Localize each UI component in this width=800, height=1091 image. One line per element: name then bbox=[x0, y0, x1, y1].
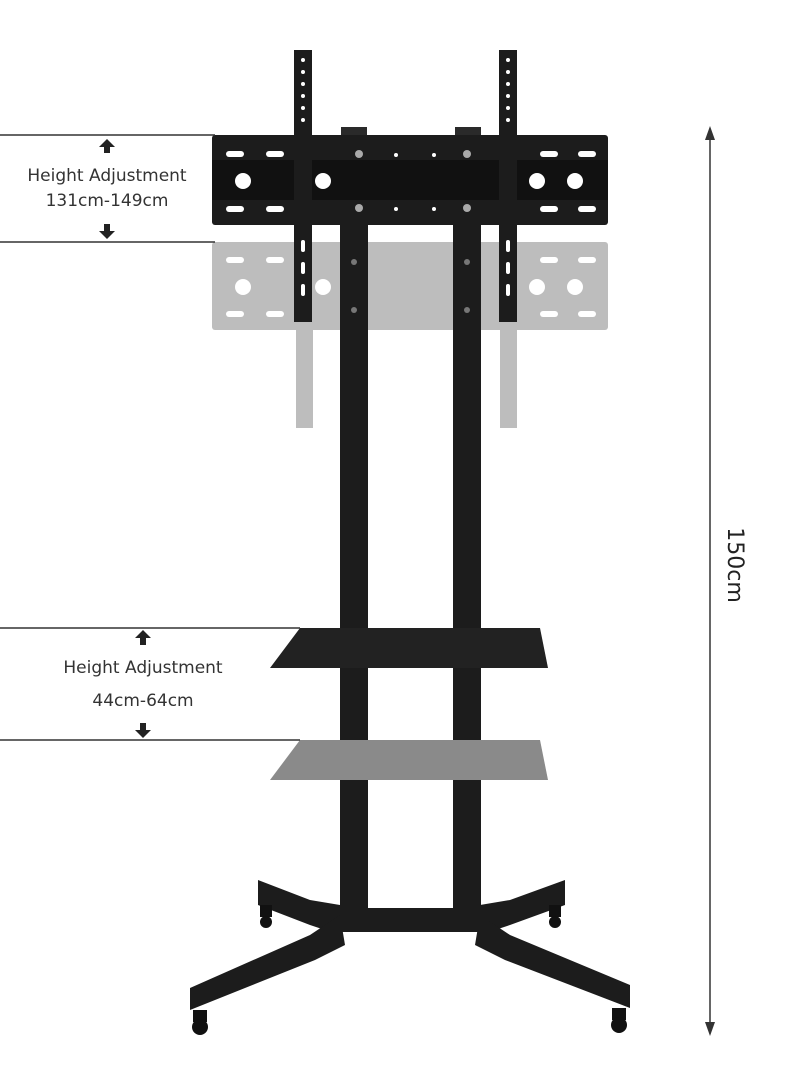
shelf-adjustment-label: Height Adjustment bbox=[63, 658, 223, 678]
support-poles bbox=[340, 220, 481, 920]
arrow-down-icon bbox=[705, 1022, 715, 1036]
mount-ghost-position bbox=[212, 242, 608, 428]
shelf-ghost-position bbox=[270, 740, 548, 780]
total-height-value: 150cm bbox=[722, 527, 747, 603]
rolling-base bbox=[190, 880, 630, 1010]
tv-mount-bracket bbox=[212, 127, 608, 225]
mount-adjustment-range: 131cm-149cm bbox=[46, 191, 169, 211]
caster-wheels bbox=[192, 905, 627, 1035]
arrow-down-icon bbox=[99, 224, 115, 239]
arrow-up-icon bbox=[705, 126, 715, 140]
vesa-straps bbox=[294, 50, 517, 322]
total-height-annotation: 150cm bbox=[705, 126, 747, 1036]
arrow-up-icon bbox=[135, 630, 151, 645]
shelf bbox=[270, 628, 548, 668]
mount-adjustment-label: Height Adjustment bbox=[27, 166, 187, 186]
shelf-height-annotation: Height Adjustment 44cm-64cm bbox=[0, 627, 300, 741]
arrow-down-icon bbox=[135, 723, 151, 738]
shelf-adjustment-range: 44cm-64cm bbox=[92, 691, 193, 711]
arrow-up-icon bbox=[99, 139, 115, 153]
mount-height-annotation: Height Adjustment 131cm-149cm bbox=[0, 134, 215, 243]
